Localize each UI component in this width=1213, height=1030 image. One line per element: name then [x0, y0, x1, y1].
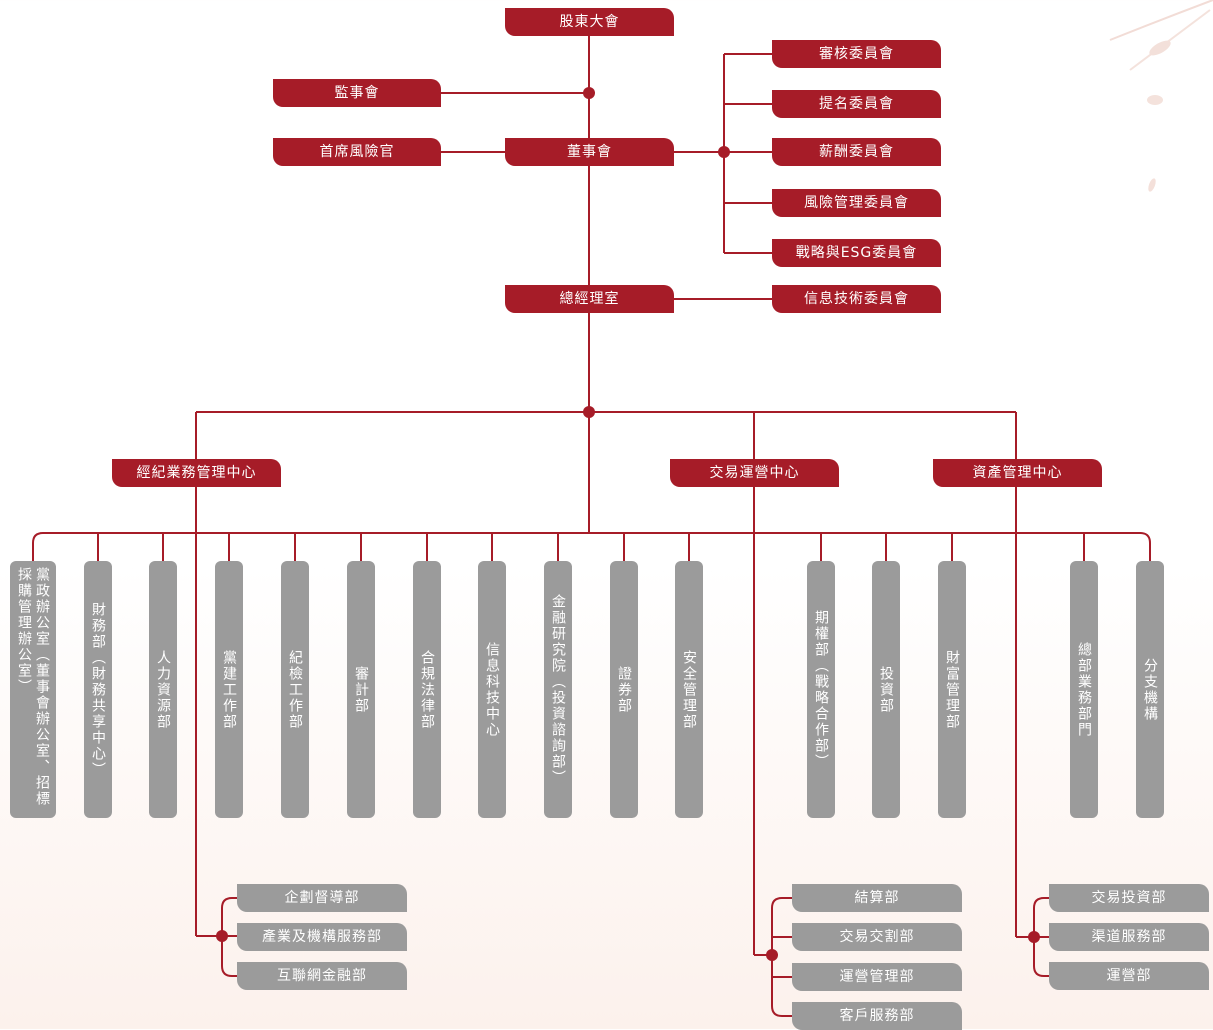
- board-of-directors: 董事會: [505, 138, 674, 166]
- junction-dot: [216, 930, 228, 942]
- dept-party-office: 黨政辦公室（董事會辦公室、招標採購管理辦公室）: [10, 561, 56, 818]
- center-asset-management: 資產管理中心: [933, 459, 1102, 487]
- shareholders-meeting: 股東大會: [505, 8, 674, 36]
- junction-dot: [766, 949, 778, 961]
- blossom-decoration-icon: [1109, 0, 1213, 192]
- dept-label: 合規法律部: [419, 649, 435, 730]
- dept-label: 黨政辦公室（董事會辦公室、招標採購管理辦公室）: [16, 567, 50, 807]
- connector-line: [32, 532, 1151, 561]
- junction-dot: [583, 406, 595, 418]
- center-trading-operations: 交易運營中心: [670, 459, 839, 487]
- dept-label: 財富管理部: [944, 649, 960, 730]
- unit-channel-service: 渠道服務部: [1049, 923, 1209, 951]
- unit-customer-service: 客戶服務部: [792, 1002, 962, 1030]
- unit-settlement: 結算部: [792, 884, 962, 912]
- committee-nomination: 提名委員會: [772, 90, 941, 118]
- dept-label: 審計部: [353, 665, 369, 714]
- dept-wealth-management: 財富管理部: [938, 561, 966, 818]
- committee-remuneration: 薪酬委員會: [772, 138, 941, 166]
- dept-research-institute: 金融研究院（投資諮詢部）: [544, 561, 572, 818]
- unit-planning-supervision: 企劃督導部: [237, 884, 407, 912]
- dept-headquarters-business: 總部業務部門: [1070, 561, 1098, 818]
- dept-audit: 審計部: [347, 561, 375, 818]
- dept-human-resources: 人力資源部: [149, 561, 177, 818]
- dept-investment: 投資部: [872, 561, 900, 818]
- dept-finance: 財務部（財務共享中心）: [84, 561, 112, 818]
- unit-operations: 運營部: [1049, 962, 1209, 990]
- it-committee: 信息技術委員會: [772, 285, 941, 313]
- dept-label: 人力資源部: [155, 649, 171, 730]
- dept-branches: 分支機構: [1136, 561, 1164, 818]
- dept-discipline: 紀檢工作部: [281, 561, 309, 818]
- dept-safety: 安全管理部: [675, 561, 703, 818]
- unit-trade-delivery: 交易交割部: [792, 923, 962, 951]
- dept-label: 財務部（財務共享中心）: [90, 601, 106, 778]
- general-manager-office: 總經理室: [505, 285, 674, 313]
- committee-risk-management: 風險管理委員會: [772, 189, 941, 217]
- dept-label: 紀檢工作部: [287, 649, 303, 730]
- junction-dot: [718, 146, 730, 158]
- supervisory-board: 監事會: [273, 79, 441, 107]
- dept-label: 分支機構: [1142, 657, 1158, 722]
- dept-options: 期權部（戰略合作部）: [807, 561, 835, 818]
- dept-label: 期權部（戰略合作部）: [813, 609, 829, 770]
- dept-label: 投資部: [878, 665, 894, 714]
- dept-label: 信息科技中心: [484, 641, 500, 738]
- dept-label: 證券部: [616, 665, 632, 714]
- dept-it-center: 信息科技中心: [478, 561, 506, 818]
- junction-dot: [1028, 931, 1040, 943]
- unit-internet-finance: 互聯網金融部: [237, 962, 407, 990]
- junction-dot: [583, 87, 595, 99]
- committee-audit: 審核委員會: [772, 40, 941, 68]
- unit-trading-investment: 交易投資部: [1049, 884, 1209, 912]
- dept-label: 總部業務部門: [1076, 641, 1092, 738]
- center-brokerage: 經紀業務管理中心: [112, 459, 281, 487]
- dept-party-building: 黨建工作部: [215, 561, 243, 818]
- dept-label: 黨建工作部: [221, 649, 237, 730]
- unit-industry-institution: 產業及機構服務部: [237, 923, 407, 951]
- dept-securities: 證券部: [610, 561, 638, 818]
- dept-compliance-legal: 合規法律部: [413, 561, 441, 818]
- unit-operations-management: 運營管理部: [792, 963, 962, 991]
- dept-label: 金融研究院（投資諮詢部）: [550, 593, 566, 786]
- committee-strategy-esg: 戰略與ESG委員會: [772, 239, 941, 267]
- dept-label: 安全管理部: [681, 649, 697, 730]
- chief-risk-officer: 首席風險官: [273, 138, 441, 166]
